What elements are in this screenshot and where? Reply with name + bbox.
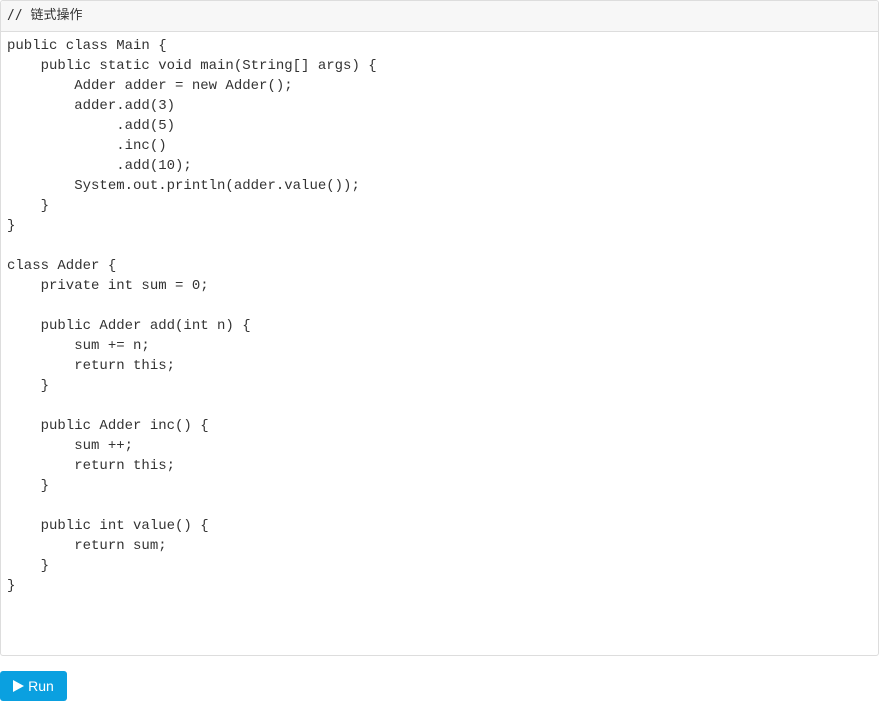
code-line: Adder adder = new Adder(); [7, 78, 293, 94]
code-line: public Adder inc() { [7, 418, 209, 434]
code-line: sum += n; [7, 338, 150, 354]
code-line [7, 396, 872, 416]
code-line: public class Main { [7, 38, 167, 54]
code-line: private int sum = 0; [7, 278, 209, 294]
code-line: } [7, 478, 50, 494]
code-line: public Adder add(int n) { [7, 318, 251, 334]
code-line: return this; [7, 458, 176, 474]
code-line: .add(10); [7, 158, 192, 174]
code-line: class Adder { [7, 258, 117, 274]
editor-header-comment: // 链式操作 [1, 1, 878, 32]
code-line: public static void main(String[] args) { [7, 58, 377, 74]
code-line [7, 496, 872, 516]
play-icon [13, 680, 25, 692]
code-line: } [7, 198, 50, 214]
code-line: } [7, 218, 16, 234]
code-line [7, 296, 872, 316]
code-line: adder.add(3) [7, 98, 176, 114]
code-line [7, 236, 872, 256]
code-line: .inc() [7, 138, 167, 154]
code-area[interactable]: public class Main { public static void m… [1, 32, 878, 596]
code-line: return this; [7, 358, 176, 374]
code-line: .add(5) [7, 118, 176, 134]
code-editor[interactable]: // 链式操作 public class Main { public stati… [0, 0, 879, 656]
run-button-label: Run [28, 678, 54, 694]
run-button[interactable]: Run [0, 671, 67, 701]
code-line: sum ++; [7, 438, 134, 454]
code-line: } [7, 378, 50, 394]
code-line: public int value() { [7, 518, 209, 534]
code-line: System.out.println(adder.value()); [7, 178, 360, 194]
code-line: } [7, 578, 16, 594]
code-line: return sum; [7, 538, 167, 554]
code-line: } [7, 558, 50, 574]
